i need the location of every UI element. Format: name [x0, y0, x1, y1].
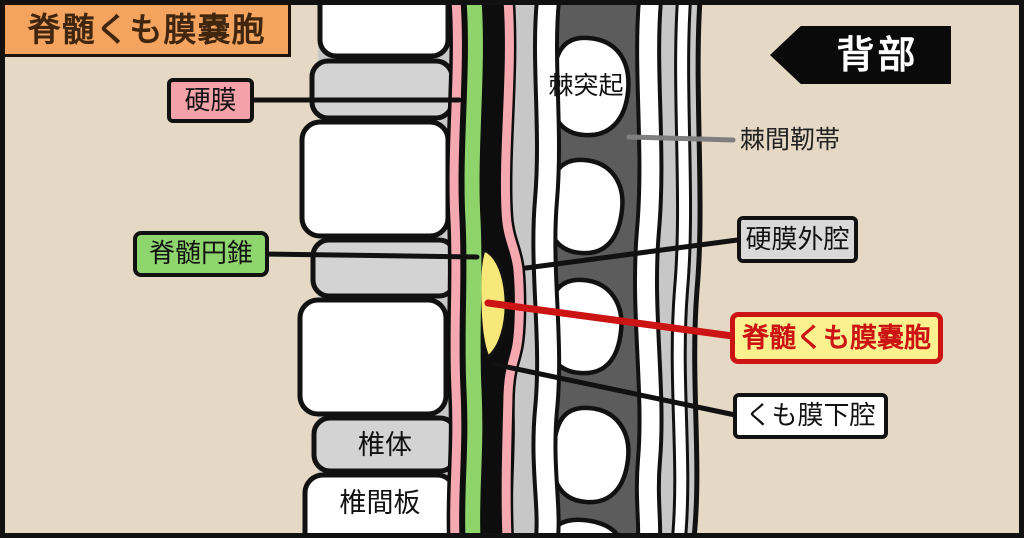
dura-label: 硬膜 — [167, 78, 254, 123]
disc-block — [297, 297, 449, 417]
intervertebral-disc-label: 椎間板 — [339, 487, 421, 519]
conus-pointer-line — [259, 251, 480, 260]
conus-medullaris-label: 脊髄円錐 — [133, 231, 269, 277]
disc-block — [299, 119, 451, 239]
interspinous-pointer-line — [626, 134, 736, 143]
vertebral-body-block — [309, 58, 455, 121]
posterior-outline — [691, 0, 703, 538]
subarachnoid-space-label: くも膜下腔 — [733, 393, 888, 439]
page-title: 脊髄くも膜嚢胞 — [2, 2, 291, 57]
supraspinous-band — [673, 0, 690, 538]
spinous-process-blob — [550, 405, 631, 505]
back-direction-marker: 背部 — [770, 26, 951, 84]
vertebral-body-label: 椎体 — [358, 429, 412, 461]
anterior-dura-layer — [449, 0, 462, 538]
epidural-pointer-line — [523, 236, 748, 271]
spinal-cord-layer — [464, 0, 483, 538]
cyst-pointer-line — [484, 299, 744, 341]
disc-block — [317, 0, 451, 59]
subarachnoid-pointer-line — [490, 361, 743, 419]
interspinous-ligament-label: 棘間靭帯 — [739, 124, 840, 154]
spinous-process-label: 棘突起 — [548, 70, 624, 100]
arachnoid-cyst-label: 脊髄くも膜嚢胞 — [730, 312, 943, 364]
posterior-dura-layer — [500, 0, 524, 538]
lamina-band — [637, 0, 660, 538]
epidural-space-label: 硬膜外腔 — [737, 216, 858, 263]
vertebral-body-block — [310, 237, 458, 299]
lamina-band — [535, 0, 558, 538]
